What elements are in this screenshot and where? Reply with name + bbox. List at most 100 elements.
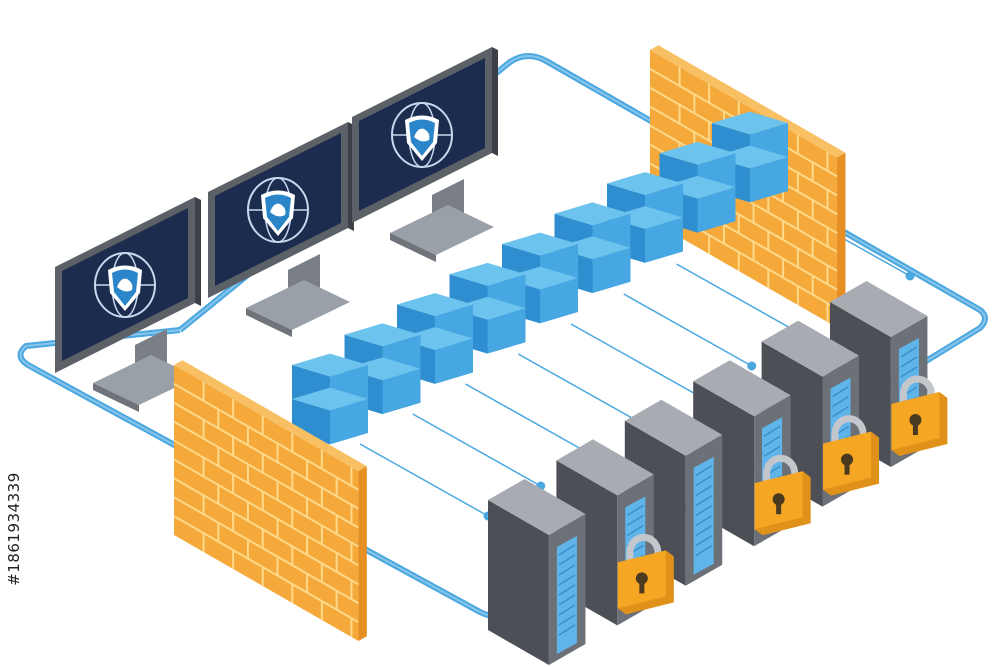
server-vent [558, 594, 576, 606]
connector-line [623, 293, 753, 367]
server-vent [695, 545, 713, 557]
monitor-base [390, 205, 494, 255]
server-vent [626, 514, 644, 527]
mortar-line [173, 496, 359, 605]
firewall-front-wall [173, 360, 367, 641]
mortar-line [173, 383, 359, 491]
wall-top [650, 45, 846, 158]
cube-icon [554, 202, 631, 294]
keyhole-slot [639, 580, 645, 594]
cube-right-face [487, 308, 526, 354]
connector-line [517, 353, 647, 427]
server-vent [558, 584, 576, 596]
mortar-line [173, 420, 359, 529]
server-tower-icon [624, 399, 723, 586]
server-vent [900, 356, 918, 368]
server-top-face [761, 320, 860, 377]
server-vent [900, 346, 918, 358]
stock-id-label: #1861934339 [4, 420, 26, 660]
monitor [55, 197, 201, 412]
cube-right-face [645, 217, 683, 263]
keyhole [635, 572, 648, 585]
connector-line [676, 263, 805, 337]
padlock-icon [617, 533, 674, 615]
cube-right-face [382, 368, 421, 415]
mortar-line [173, 458, 359, 567]
server-top-face [488, 479, 586, 535]
cube-top-face [344, 357, 421, 381]
server-top-face [556, 439, 654, 496]
stock-id-text: #1861934339 [5, 472, 23, 586]
wall-end [837, 152, 846, 328]
wall-face [174, 365, 359, 641]
server-vent [626, 524, 644, 537]
monitor [352, 47, 498, 262]
cube-top-face [344, 323, 421, 347]
server-top-face [693, 360, 791, 417]
monitor-group [55, 47, 498, 412]
cube-right-face [540, 278, 578, 324]
connector-line [465, 383, 594, 457]
mortar-line [173, 401, 359, 510]
wall-end [358, 466, 367, 641]
shield-emblem [117, 278, 133, 292]
cube-right-face [435, 338, 473, 384]
monitor [208, 122, 354, 337]
keyhole-slot [844, 461, 850, 475]
data-block-row [292, 111, 788, 445]
shield-emblem [414, 128, 430, 142]
connector-line [570, 323, 700, 397]
mortar-line [173, 439, 359, 548]
cube-top-face [397, 327, 473, 350]
server-panel [556, 536, 577, 654]
keyhole-slot [912, 422, 918, 435]
cube-right-face [592, 247, 631, 294]
server-group [488, 281, 948, 665]
cube-top-face [449, 262, 526, 286]
cube-top-face [712, 111, 788, 135]
server-vent [695, 465, 713, 477]
monitor-frame-side [195, 197, 201, 306]
mortar-line [173, 515, 359, 623]
monitor-base-edge [246, 308, 292, 337]
cube-top-face [554, 202, 631, 226]
server-vent [626, 504, 644, 517]
cube-top-face [659, 141, 736, 165]
padlock-icon [891, 375, 948, 456]
monitor-base [246, 280, 350, 330]
server-vent [832, 395, 849, 408]
server-vent [763, 445, 781, 457]
server-top-face [624, 399, 723, 456]
cube-icon [292, 353, 368, 445]
server-vent [558, 564, 576, 576]
server-panel [693, 456, 714, 575]
server-vent [695, 515, 713, 527]
server-vent [763, 435, 781, 447]
server-vent [558, 544, 576, 556]
connector-node [747, 361, 757, 371]
cube-top-face [449, 296, 526, 320]
server-vent [558, 554, 576, 566]
server-vent [695, 505, 713, 517]
server-vent [695, 535, 713, 547]
cube-right-face [750, 157, 788, 203]
keyhole [909, 414, 922, 426]
cube-top-face [502, 232, 578, 256]
server-vent [695, 525, 713, 537]
cube-top-face [397, 293, 473, 316]
padlock-shackle [626, 533, 662, 569]
server-vent [558, 574, 576, 586]
server-vent [900, 366, 918, 378]
cube-right-face [330, 399, 368, 445]
server-left-face [488, 500, 549, 665]
padlock-shackle [763, 454, 799, 490]
connector-line [359, 443, 489, 517]
cube-top-face [292, 387, 368, 411]
padlock-icon [754, 454, 811, 536]
server-tower-icon [488, 479, 586, 665]
server-vent [832, 405, 849, 418]
keyhole [772, 493, 785, 506]
firewall-front [173, 360, 367, 641]
server-vent [695, 475, 713, 487]
